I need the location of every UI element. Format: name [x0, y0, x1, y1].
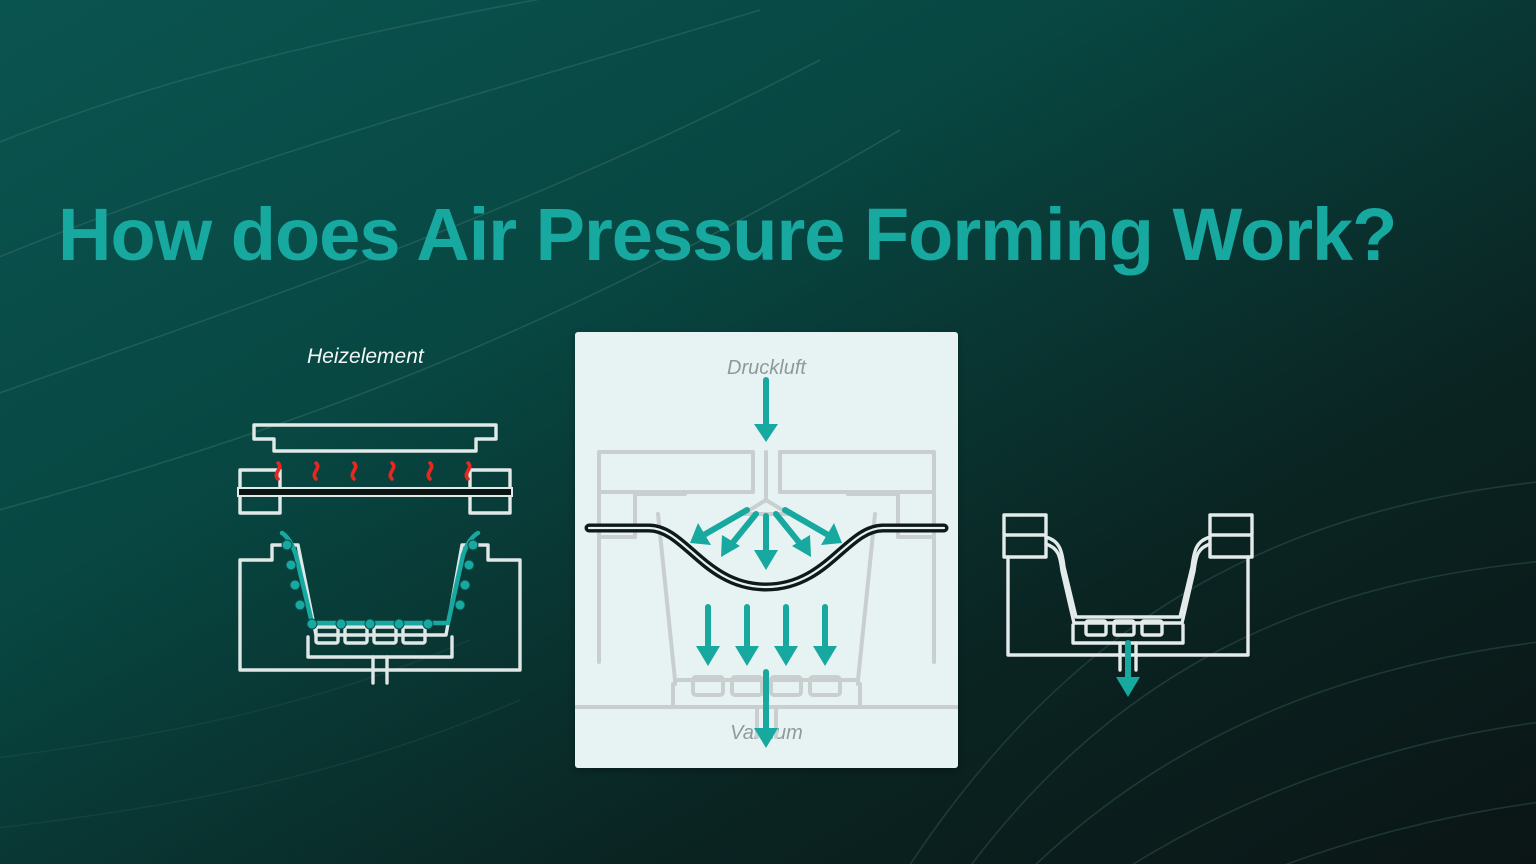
suction-points — [281, 539, 479, 630]
formed-sheet-left — [279, 530, 481, 626]
sheet-highlight — [587, 526, 946, 589]
mold-slot — [314, 625, 340, 645]
vacuum-chamber — [306, 635, 454, 659]
compressed-air-arrow — [754, 377, 778, 442]
formed-part-outer — [1044, 535, 1212, 619]
plastic-sheet — [237, 487, 513, 497]
clamp-base-right — [1208, 535, 1254, 559]
center-process-panel: Druckluft Vakuum — [575, 332, 958, 768]
pressure-arrow — [773, 511, 811, 557]
heat-waves-icon — [274, 461, 472, 481]
clamp-right — [1208, 513, 1254, 537]
mold-body — [238, 543, 522, 672]
heating-element-plate — [252, 423, 498, 453]
vacuum-outlet — [371, 655, 389, 685]
pressure-box-left — [597, 450, 755, 494]
clamp-left — [238, 468, 282, 515]
compressed-air-label: Druckluft — [727, 357, 806, 379]
mold-slot — [1084, 619, 1108, 637]
mold-slot — [401, 625, 427, 645]
stage-formed-part-diagram — [1002, 513, 1254, 697]
mold-slot — [808, 675, 842, 697]
air-pressure-forming-diagram — [575, 377, 958, 748]
clamp-right — [468, 468, 512, 515]
mold-slot — [730, 675, 764, 697]
vacuum-outlet-tube — [1118, 641, 1138, 672]
clamp-base-left — [1002, 535, 1048, 559]
vacuum-exit-arrow — [754, 701, 778, 748]
mold-slot — [1140, 619, 1164, 637]
clamp-frame-left — [597, 492, 637, 539]
pressure-arrow — [721, 511, 759, 557]
page-title: How does Air Pressure Forming Work? — [58, 193, 1397, 276]
vacuum-arrow — [813, 604, 837, 666]
mold-slot — [1112, 619, 1136, 637]
mold-slot — [372, 625, 398, 645]
stage-heating-diagram — [237, 423, 522, 685]
formed-part-inner — [1044, 542, 1212, 625]
air-nozzle-icon — [741, 498, 791, 516]
pressure-arrow-group — [690, 507, 842, 570]
pressure-arrow — [690, 507, 750, 545]
clamp-left — [1002, 513, 1048, 537]
mold-slot — [343, 625, 369, 645]
pressure-arrow — [754, 513, 778, 570]
vacuum-arrow — [735, 604, 759, 666]
mold-slot — [691, 675, 725, 697]
pressure-box-right — [778, 450, 936, 494]
vacuum-arrow — [696, 604, 720, 666]
vacuum-outlet-arrow — [1116, 640, 1140, 697]
vacuum-arrow-group — [696, 604, 837, 666]
vacuum-arrow — [774, 604, 798, 666]
clamp-frame-right — [896, 492, 936, 539]
mold-slot — [769, 675, 803, 697]
heating-element-label: Heizelement — [307, 345, 424, 368]
frame-post — [597, 535, 936, 664]
pressure-arrow — [782, 507, 842, 545]
